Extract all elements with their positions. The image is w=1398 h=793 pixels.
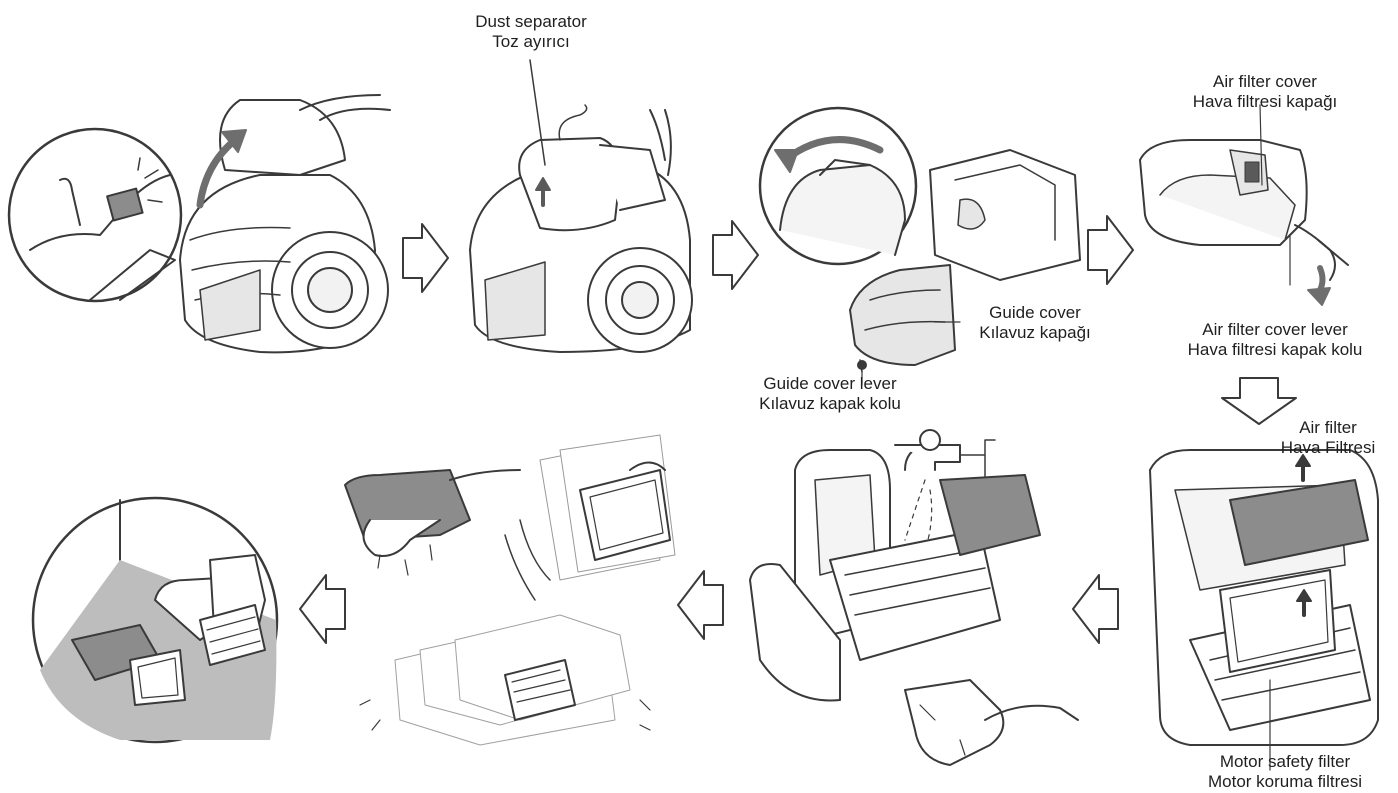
left-arrow-icon xyxy=(299,574,346,644)
right-arrow-icon xyxy=(402,223,449,293)
guide-cover-6 xyxy=(749,563,841,702)
label-motor-safety-filter: Motor safety filter Motor koruma filtres… xyxy=(1180,752,1390,792)
label-air-filter-tr: Hava Filtresi xyxy=(1280,438,1376,457)
air-filter-part xyxy=(1229,479,1369,566)
dust-container xyxy=(929,149,1081,281)
label-air-filter-cover-lever-en: Air filter cover lever xyxy=(1202,320,1348,339)
step6-wash xyxy=(749,429,1079,766)
dust-separator-leader xyxy=(529,59,546,166)
label-guide-cover-en: Guide cover xyxy=(989,303,1081,322)
label-guide-cover-lever: Guide cover lever Kılavuz kapak kolu xyxy=(730,374,930,414)
step8-dry xyxy=(31,496,279,744)
label-dust-separator-tr: Toz ayırıcı xyxy=(492,32,570,51)
step2-dust-separator xyxy=(469,59,693,353)
down-arrow-icon xyxy=(1221,377,1297,425)
open-direction-arrow xyxy=(196,136,239,209)
air-filter-6 xyxy=(939,474,1041,556)
label-guide-cover-lever-en: Guide cover lever xyxy=(763,374,897,393)
step7-shake-dry xyxy=(344,434,676,746)
label-motor-safety-filter-tr: Motor koruma filtresi xyxy=(1208,772,1362,791)
step1-open-lid xyxy=(7,94,391,354)
label-guide-cover-tr: Kılavuz kapağı xyxy=(979,323,1091,342)
label-guide-cover-lever-tr: Kılavuz kapak kolu xyxy=(759,394,901,413)
hand-6 xyxy=(984,704,1079,721)
hand-4 xyxy=(1294,224,1336,281)
step4-air-filter-cover xyxy=(1139,104,1349,306)
step1-zoom-circle xyxy=(7,127,183,303)
container-shake xyxy=(504,659,576,721)
guide-cover-lever-dot xyxy=(857,360,867,370)
left-arrow-icon xyxy=(677,570,724,640)
label-air-filter-cover: Air filter cover Hava filtresi kapağı xyxy=(1175,72,1355,112)
label-dust-separator: Dust separator Toz ayırıcı xyxy=(466,12,596,52)
label-motor-safety-filter-en: Motor safety filter xyxy=(1219,752,1351,771)
opened-lid xyxy=(219,99,346,176)
right-arrow-icon xyxy=(1087,215,1134,285)
hand-7a xyxy=(362,519,441,557)
right-arrow-icon xyxy=(712,220,759,290)
air-filter-cover-leader xyxy=(1259,104,1263,186)
label-air-filter-en: Air filter xyxy=(1299,418,1357,437)
step3-guide-cover xyxy=(758,106,1081,386)
label-air-filter-cover-tr: Hava filtresi kapağı xyxy=(1192,92,1338,111)
label-air-filter-cover-en: Air filter cover xyxy=(1213,72,1317,91)
left-arrow-icon xyxy=(1072,574,1119,644)
guide-cover-part xyxy=(849,264,956,366)
label-air-filter-cover-lever: Air filter cover lever Hava filtresi kap… xyxy=(1160,320,1390,360)
step1-hand xyxy=(29,174,171,251)
label-guide-cover: Guide cover Kılavuz kapağı xyxy=(960,303,1110,343)
label-air-filter: Air filter Hava Filtresi xyxy=(1262,418,1394,458)
step5-remove-filters xyxy=(1149,449,1379,771)
release-button xyxy=(106,187,144,222)
step-arrows xyxy=(299,215,1297,644)
label-air-filter-cover-lever-tr: Hava filtresi kapak kolu xyxy=(1187,340,1363,359)
label-dust-separator-en: Dust separator xyxy=(475,12,587,31)
